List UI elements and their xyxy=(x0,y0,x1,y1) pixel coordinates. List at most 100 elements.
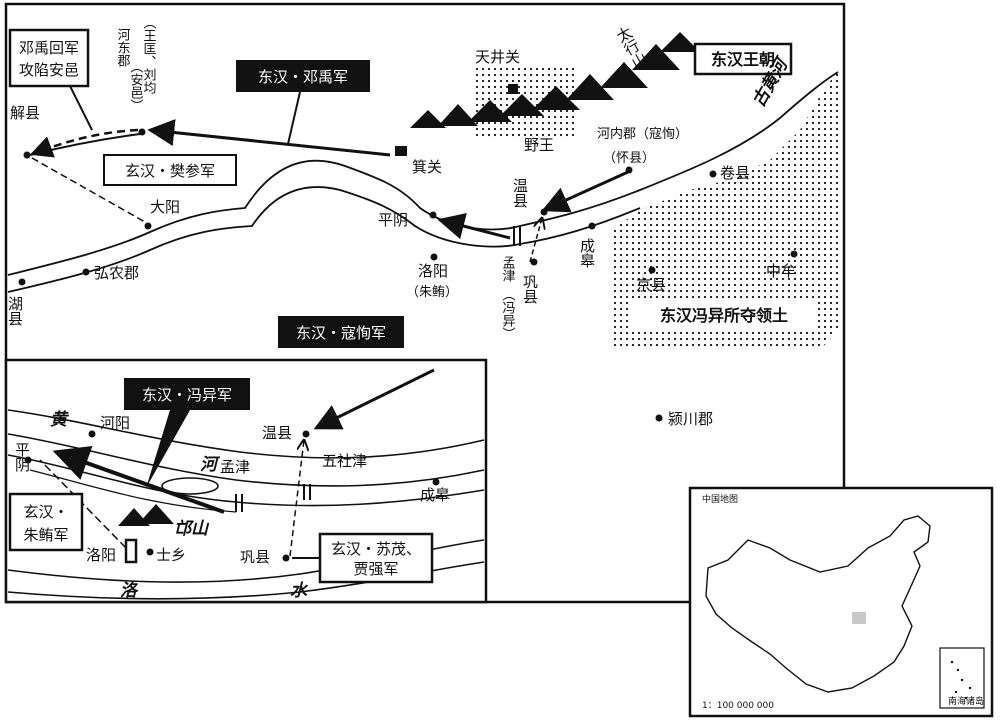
inset-label-shixiang: 士乡 xyxy=(156,546,186,564)
inset-su-army-box xyxy=(318,532,434,584)
hongnong-dot xyxy=(82,268,90,276)
yellow-river-north-bank xyxy=(7,71,839,276)
inset-label-wushejin: 五社津 xyxy=(322,452,367,470)
label-xiexian: 解县 xyxy=(10,104,40,122)
label-chenggao: 成皋 xyxy=(578,238,596,268)
fan-army-label: 玄汉・樊参军 xyxy=(125,162,215,180)
deng-return-solid xyxy=(29,133,141,156)
taihang-mountains xyxy=(410,32,700,128)
label-tianjing: 天井关 xyxy=(475,48,520,66)
kou-army-label: 东汉・寇恂军 xyxy=(296,324,386,342)
inset-river-huang: 黄 xyxy=(46,410,67,427)
inset-label-heyang: 河阳 xyxy=(100,414,130,432)
inset-river-island xyxy=(161,477,219,495)
deng-return-line1: 邓禹回军 xyxy=(19,39,79,57)
deng-return-arrow xyxy=(29,128,139,158)
deng-army-arrow xyxy=(147,119,391,157)
inset-river-shui: 水 xyxy=(290,581,309,601)
china-highlight-region xyxy=(852,612,866,624)
label-henei: 河内郡（寇恂） xyxy=(597,126,688,142)
inset-river-he: 河 xyxy=(200,455,221,475)
inset-zhu-army-box xyxy=(8,492,84,552)
label-anyi: （安邑） xyxy=(128,60,144,112)
dynasty-title: 东汉王朝 xyxy=(711,50,775,69)
inset-su-line2: 贾强军 xyxy=(353,560,398,578)
label-juanxian: 卷县 xyxy=(720,164,750,182)
label-gongxian: 巩县 xyxy=(521,274,539,304)
tianjing-tower-icon xyxy=(508,84,518,94)
inset-wenxian-dot xyxy=(302,430,310,438)
inset-luoyang-city-icon xyxy=(124,538,138,564)
label-yingchuan: 颍川郡 xyxy=(668,410,713,428)
chenggao-dot xyxy=(588,222,596,230)
juanxian-dot xyxy=(709,170,717,178)
deng-return-box xyxy=(8,28,90,88)
deng-army-box xyxy=(236,60,370,92)
label-dayang: 大阳 xyxy=(150,198,180,216)
inset-label-wenxian: 温县 xyxy=(262,424,292,442)
kou-army-arrow xyxy=(541,170,629,213)
inset-label-luoyang: 洛阳 xyxy=(86,546,116,564)
inset-zhu-line1: 玄汉・ xyxy=(23,503,68,521)
south-sea-inset-box xyxy=(939,647,985,709)
inset-river-luo: 洛 xyxy=(120,581,139,601)
south-sea-label: 南海诸岛 xyxy=(948,695,984,707)
deng-army-label: 东汉・邓禹军 xyxy=(258,68,348,86)
china-outline xyxy=(705,515,931,693)
henei-dot xyxy=(625,166,633,174)
label-luoyang-note: （朱鲔） xyxy=(406,285,458,300)
inset-zhu-line2: 朱鲔军 xyxy=(23,526,68,544)
zhongmu-dot xyxy=(790,250,798,258)
territory-label: 东汉冯异所夺领土 xyxy=(660,306,788,325)
anyi-dot xyxy=(138,128,146,136)
inset-chenggao-dot xyxy=(432,478,440,486)
inset-label-gongxian: 巩县 xyxy=(240,548,270,566)
jiguan-tower-icon xyxy=(395,146,407,156)
xiexian-dot xyxy=(23,151,31,159)
dayang-dot xyxy=(144,222,152,230)
label-mengjin-note: （冯异） xyxy=(500,288,516,340)
inset-label-chenggao: 成皋 xyxy=(420,486,450,504)
inset-su-line1: 玄汉・苏茂、 xyxy=(331,540,421,558)
label-wenxian: 温县 xyxy=(511,178,529,208)
inset-label-mangshan: 邙山 xyxy=(174,519,210,539)
fan-army-box xyxy=(103,154,237,186)
label-luoyang: 洛阳 xyxy=(418,262,448,280)
label-yewang: 野王 xyxy=(524,136,554,154)
label-jingxian: 京县 xyxy=(636,276,666,294)
label-huxian: 湖县 xyxy=(6,296,24,326)
inset-label-pingyin: 平阴 xyxy=(13,442,31,473)
inset-label-mengjin: 孟津 xyxy=(220,458,250,476)
inset-yellow-river-bank1 xyxy=(7,409,485,459)
inset-feng-army-box xyxy=(124,378,250,410)
territory-label-box xyxy=(630,300,818,330)
inset-feng-army-label: 东汉・冯异军 xyxy=(142,386,232,404)
label-zhongmu: 中牟 xyxy=(766,262,796,280)
mangshan-icon xyxy=(118,504,174,526)
gongxian-dot xyxy=(530,258,538,266)
label-pingyin: 平阴 xyxy=(378,211,408,229)
feng-yi-territory xyxy=(612,70,838,350)
yingchuan-dot xyxy=(655,414,663,422)
china-inset-scale: 1：100 000 000 xyxy=(702,701,774,711)
label-hedong: 河东郡 xyxy=(115,28,131,68)
label-henei-sub: （怀县） xyxy=(603,151,655,166)
label-hongnong: 弘农郡 xyxy=(94,264,139,282)
label-mengjin: 孟津 xyxy=(500,256,516,282)
inset-gongxian-dot xyxy=(282,554,290,562)
inset-heyang-dot xyxy=(88,430,96,438)
pingyin-dot xyxy=(429,211,437,219)
deng-return-line2: 攻陷安邑 xyxy=(19,61,79,79)
dynasty-title-box xyxy=(693,42,793,76)
mengjin-pingyin-arrow xyxy=(437,212,511,240)
inset-feng-arrow xyxy=(52,445,225,514)
huxian-dot xyxy=(18,278,26,286)
china-inset-title: 中国地图 xyxy=(702,493,738,505)
inset-kou-arrow xyxy=(313,368,435,430)
jingxian-dot xyxy=(648,266,656,274)
kou-army-box xyxy=(278,316,404,348)
inset-feng-pointer xyxy=(146,410,190,488)
inset-shixiang-dot xyxy=(146,548,154,556)
